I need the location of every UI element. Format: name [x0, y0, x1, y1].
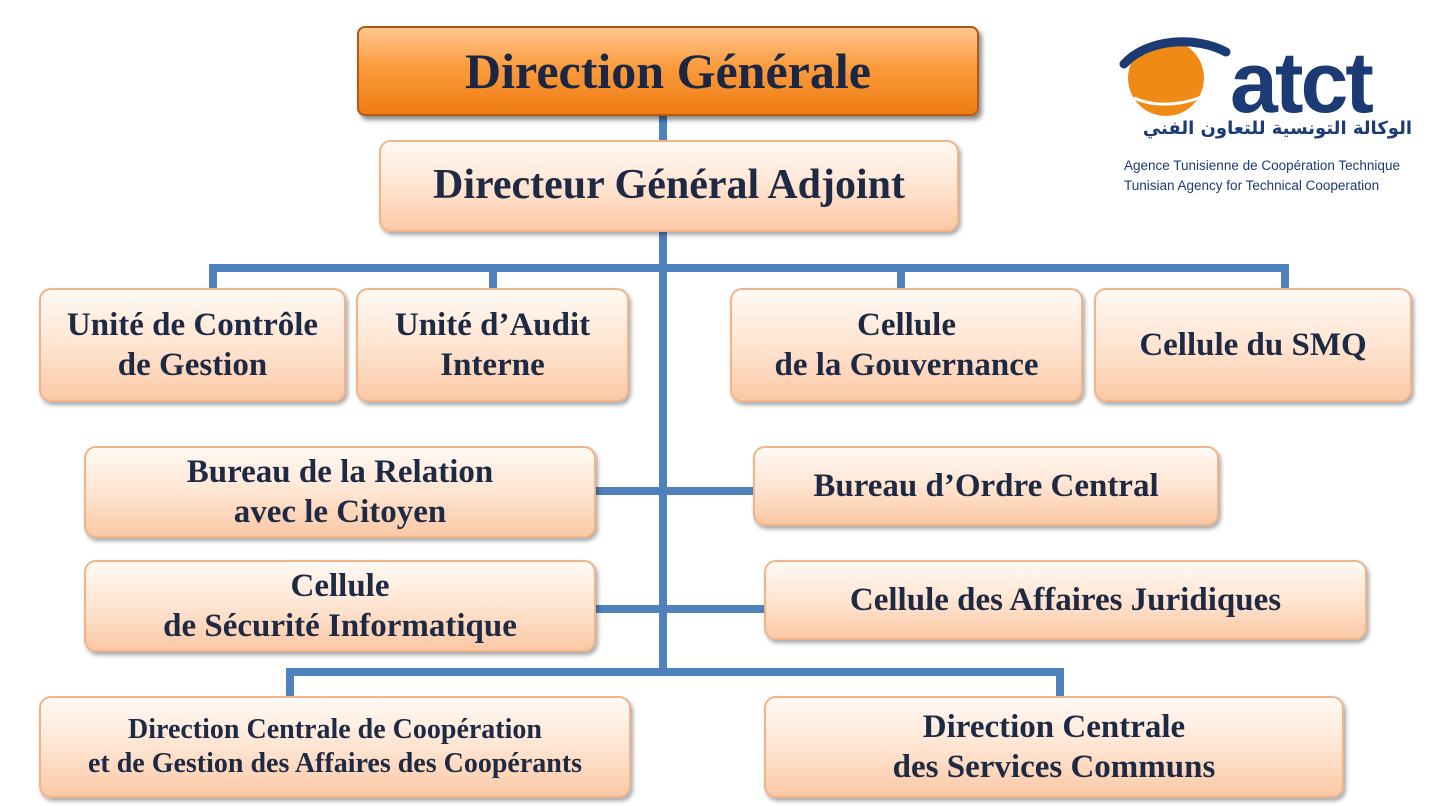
node-label-line: Cellule — [290, 567, 390, 604]
node-label-line: Direction Générale — [465, 42, 871, 99]
node-label-line: Bureau d’Ordre Central — [813, 467, 1159, 504]
node-label-line: Direction Centrale — [922, 708, 1186, 745]
node-directeur-general-adjoint: Directeur Général Adjoint — [379, 140, 959, 232]
node-label-line: et de Gestion des Affaires des Coopérant… — [87, 748, 583, 779]
node-label-line: Unité d’Audit — [394, 306, 591, 343]
node-label-line: Cellule du SMQ — [1139, 326, 1367, 363]
atct-wordmark: atct — [1230, 35, 1374, 131]
node-cellule-gouvernance: Cellule de la Gouvernance — [730, 288, 1083, 402]
node-label-line: de Gestion — [117, 347, 268, 383]
node-unite-controle-gestion: Unité de Contrôle de Gestion — [39, 288, 346, 402]
node-label-line: avec le Citoyen — [233, 494, 447, 530]
node-label-line: Interne — [440, 347, 545, 383]
node-cellule-securite-informatique: Cellule de Sécurité Informatique — [84, 560, 596, 652]
node-label-line: Cellule — [857, 306, 956, 343]
node-label-line: de Sécurité Informatique — [163, 608, 517, 644]
node-label-line: de la Gouvernance — [774, 347, 1039, 383]
node-label-line: Direction Centrale de Coopération — [128, 713, 542, 745]
node-label-line: Unité de Contrôle — [66, 306, 319, 343]
logo-french-name: Agence Tunisienne de Coopération Techniq… — [1124, 158, 1400, 173]
node-label-line: Cellule des Affaires Juridiques — [849, 581, 1282, 618]
atct-globe-icon — [1119, 37, 1231, 116]
node-label-line: Bureau de la Relation — [186, 453, 494, 490]
node-direction-generale: Direction Générale — [357, 26, 979, 116]
atct-logo: atct الوكالة التونسية للتعاون الفني Agen… — [1118, 26, 1418, 201]
logo-arabic-name: الوكالة التونسية للتعاون الفني — [1142, 118, 1412, 139]
node-bureau-relation-citoyen: Bureau de la Relation avec le Citoyen — [84, 446, 596, 538]
node-bureau-ordre-central: Bureau d’Ordre Central — [753, 446, 1219, 526]
logo-english-name: Tunisian Agency for Technical Cooperatio… — [1124, 178, 1380, 193]
node-cellule-smq: Cellule du SMQ — [1094, 288, 1412, 402]
node-label-line: Directeur Général Adjoint — [432, 162, 906, 209]
node-cellule-affaires-juridiques: Cellule des Affaires Juridiques — [764, 560, 1367, 640]
node-label-line: des Services Communs — [892, 749, 1216, 785]
node-dc-services-communs: Direction Centrale des Services Communs — [764, 696, 1344, 798]
